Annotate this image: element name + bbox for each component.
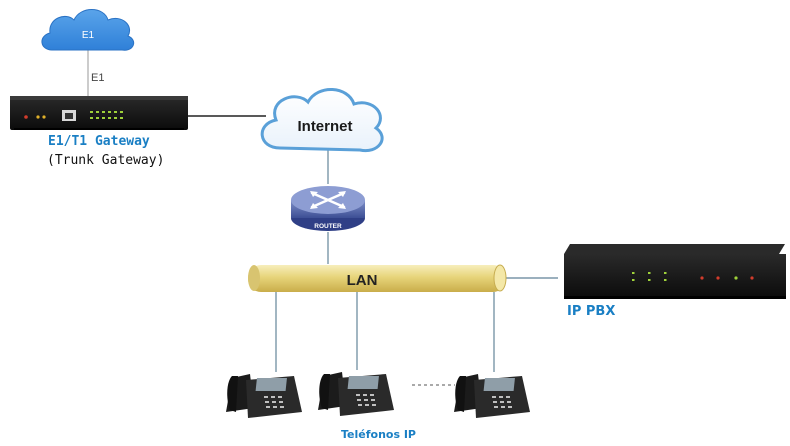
gateway-subtitle: (Trunk Gateway)	[47, 153, 165, 168]
e1-cloud: E1	[41, 9, 135, 51]
internet-cloud: Internet	[260, 88, 384, 153]
e1-t1-gateway-device	[10, 96, 188, 130]
router-label: ROUTER	[314, 223, 342, 230]
ip-phone-icon	[318, 372, 394, 416]
ip-pbx-title: IP PBX	[567, 304, 616, 319]
lan-label: LAN	[347, 272, 378, 289]
lan-bus: LAN	[248, 264, 507, 292]
ip-pbx-device	[564, 244, 786, 299]
e1-link-label: E1	[91, 72, 105, 84]
e1-cloud-label: E1	[82, 30, 95, 41]
router-icon: ROUTER	[291, 186, 365, 231]
gateway-title: E1/T1 Gateway	[48, 134, 150, 149]
ip-phone-icon	[454, 374, 530, 418]
internet-label: Internet	[297, 118, 352, 135]
ip-phone-icon	[226, 374, 302, 418]
ip-phones-title: Teléfonos IP	[341, 428, 416, 441]
connection-lines	[87, 50, 558, 386]
